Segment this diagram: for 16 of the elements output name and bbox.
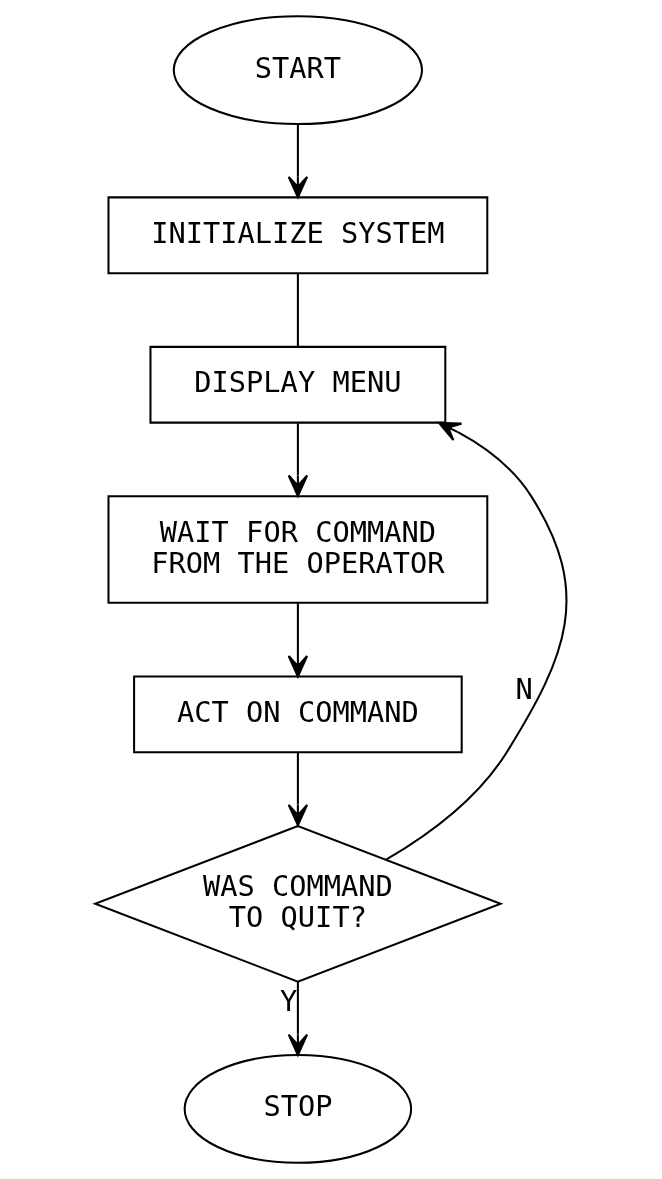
node-box: WAIT FOR COMMAND FROM THE OPERATOR — [107, 495, 489, 604]
node-box: ACT ON COMMAND — [133, 675, 463, 754]
node-ellipse: START — [172, 15, 424, 126]
node-box: INITIALIZE SYSTEM — [107, 196, 489, 275]
node-diamond: WAS COMMAND TO QUIT? — [92, 824, 504, 983]
node-ellipse: STOP — [183, 1053, 413, 1164]
arrow — [287, 423, 309, 497]
arrow — [287, 753, 309, 827]
arrow — [287, 124, 309, 199]
node-box: DISPLAY MENU — [149, 345, 447, 424]
edge-label: Y — [280, 984, 298, 1019]
edge-label: N — [515, 672, 533, 707]
connector — [296, 273, 299, 347]
arrow — [287, 981, 309, 1057]
arrow — [385, 421, 568, 861]
arrow — [287, 603, 309, 678]
